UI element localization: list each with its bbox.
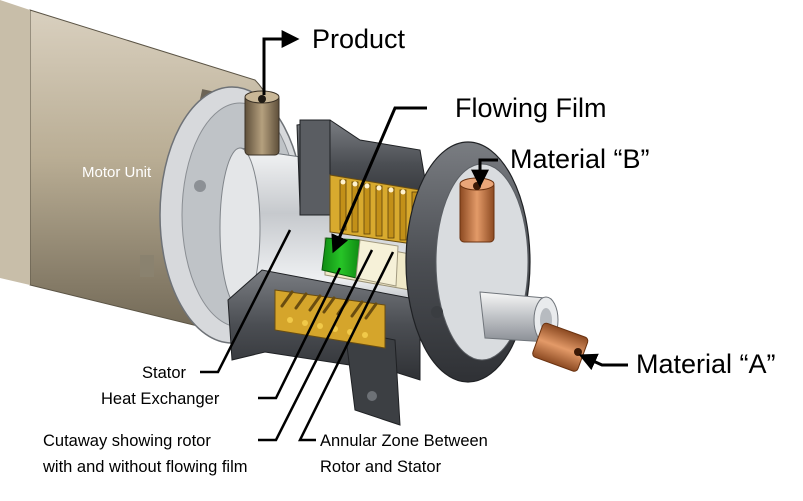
- cutaway-leader: [258, 249, 374, 442]
- flowing-film-arrow: [331, 106, 427, 254]
- annular-label-line1: Annular Zone Between: [320, 432, 488, 450]
- stator-label: Stator: [142, 364, 187, 382]
- material-b-fitting: [459, 177, 495, 243]
- material-a-arrow: [578, 353, 628, 371]
- material-b-label: Material “B”: [510, 144, 650, 174]
- heat-exchanger-label: Heat Exchanger: [101, 390, 220, 408]
- callout-lines: [200, 229, 395, 442]
- motor-unit-label: Motor Unit: [82, 164, 152, 181]
- product-label: Product: [312, 24, 406, 54]
- material-a-label: Material “A”: [636, 349, 776, 379]
- stator-leader: [200, 229, 292, 374]
- cutaway-label-line2: with and without flowing film: [42, 458, 248, 476]
- heat-exchanger-leader: [258, 267, 342, 400]
- product-arrow: [262, 30, 300, 95]
- material-b-arrow: [471, 158, 498, 188]
- annular-label-line2: Rotor and Stator: [320, 458, 442, 476]
- flowing-film-label: Flowing Film: [455, 93, 607, 123]
- cutaway-label-line1: Cutaway showing rotor: [43, 432, 211, 450]
- product-fitting: [244, 90, 280, 156]
- annular-leader: [297, 251, 395, 442]
- leader-lines: [262, 30, 628, 371]
